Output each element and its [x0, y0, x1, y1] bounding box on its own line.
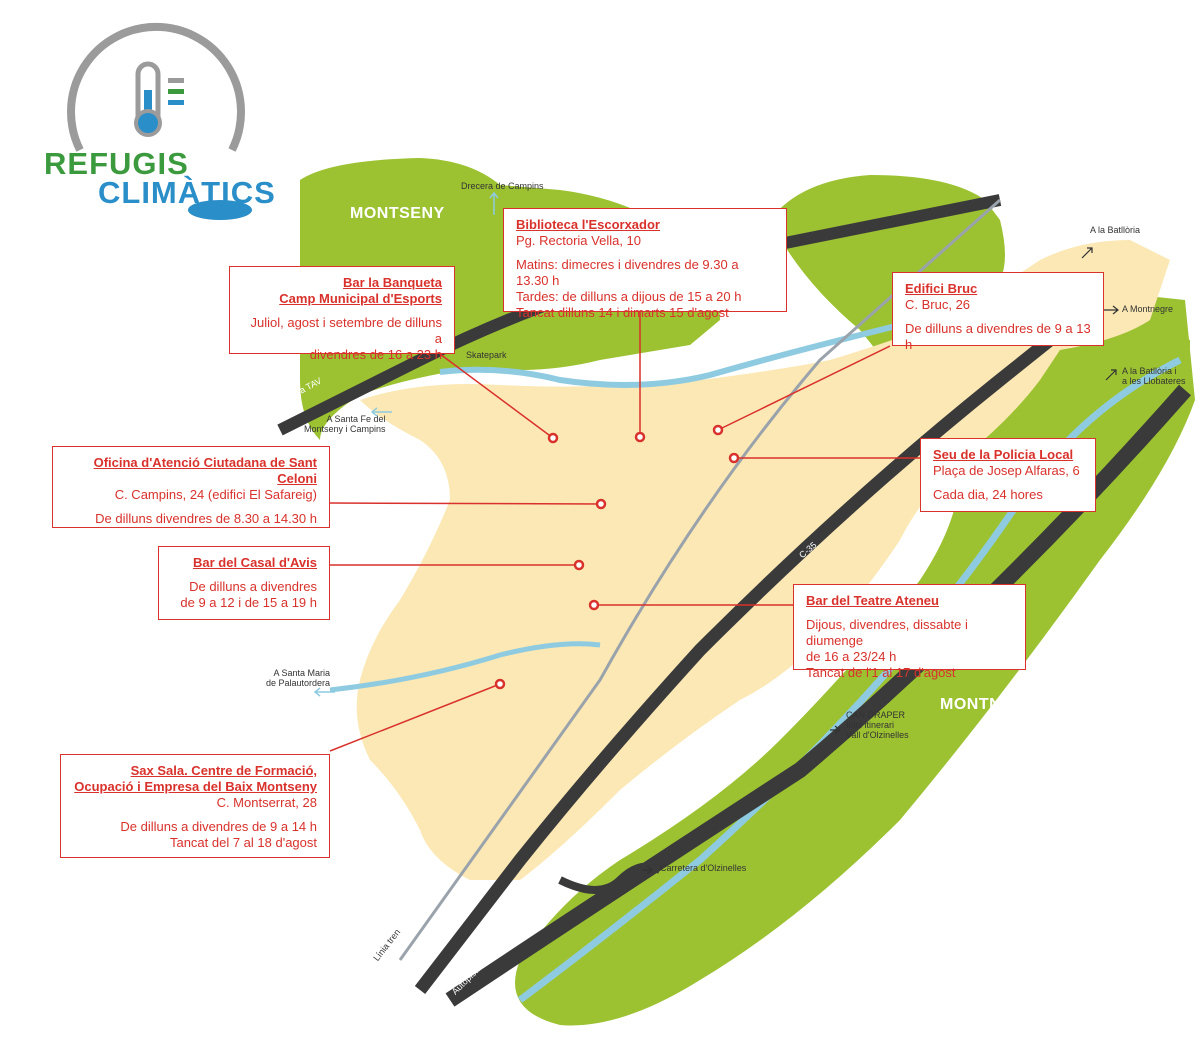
casal-avis-hours-2: de 9 a 12 i de 15 a 19 h: [180, 595, 317, 610]
sax-sala-hours-2: Tancat del 7 al 18 d'agost: [169, 835, 317, 850]
oac-title: Oficina d'Atenció Ciutadana de Sant Celo…: [93, 455, 317, 486]
ateneu-title: Bar del Teatre Ateneu: [806, 593, 939, 608]
info-box-biblioteca: Biblioteca l'Escorxador Pg. Rectoria Vel…: [503, 208, 787, 320]
ateneu-hours-2: de 16 a 23/24 h: [806, 649, 897, 664]
marker-oac[interactable]: [595, 498, 607, 510]
label-santa-fe: A Santa Fe del Montseny i Campins: [304, 414, 386, 434]
logo-graphic: [67, 22, 252, 220]
leader-lines: [329, 312, 920, 752]
info-box-bruc: Edifici Bruc C. Bruc, 26 De dilluns a di…: [892, 272, 1104, 352]
marker-policia[interactable]: [728, 452, 740, 464]
sax-sala-address: C. Montserrat, 28: [216, 795, 317, 810]
policia-address: Plaça de Josep Alfaras, 6: [933, 463, 1080, 478]
policia-hours-1: Cada dia, 24 hores: [933, 487, 1043, 502]
rail-tren: [398, 198, 1001, 961]
arrow-llobateres: [1105, 369, 1117, 381]
oac-address: C. Campins, 24 (edifici El Safareig): [114, 487, 317, 502]
arrow-batlloria: [1081, 247, 1093, 259]
region-montseny: MONTSENY: [350, 205, 445, 222]
biblioteca-hours-1: Matins: dimecres i divendres de 9.30 a 1…: [516, 257, 739, 288]
biblioteca-hours-3: Tancat dilluns 14 i dimarts 15 d'agost: [516, 305, 729, 320]
info-box-casal-avis: Bar del Casal d'Avis De dilluns a divend…: [158, 546, 330, 620]
arrow-can-draper: [830, 725, 841, 735]
marker-ateneu[interactable]: [588, 599, 600, 611]
marker-sax-sala[interactable]: [494, 678, 506, 690]
oac-hours-1: De dilluns divendres de 8.30 a 14.30 h: [95, 511, 317, 526]
label-skatepark: Skatepark: [466, 350, 507, 360]
label-santa-maria: A Santa Maria de Palautordera: [266, 668, 331, 688]
biblioteca-hours-2: Tardes: de dilluns a dijous de 15 a 20 h: [516, 289, 742, 304]
banqueta-title: Bar la Banqueta Camp Municipal d'Esports: [279, 275, 442, 306]
label-carretera: Carretera d'Olzinelles: [660, 863, 747, 873]
info-box-banqueta: Bar la Banqueta Camp Municipal d'Esports…: [229, 266, 455, 362]
bruc-address: C. Bruc, 26: [905, 297, 971, 312]
label-can-draper: CAN DRAPER Inici itinerari Vall d'Olzine…: [846, 710, 909, 740]
bruc-hours-1: De dilluns a divendres de 9 a 13 h: [905, 321, 1091, 352]
casal-avis-hours-1: De dilluns a divendres: [189, 579, 317, 594]
biblioteca-address: Pg. Rectoria Vella, 10: [516, 233, 642, 248]
bruc-title: Edifici Bruc: [905, 281, 978, 296]
arrow-montnegre: [1104, 305, 1119, 315]
river-west: [329, 641, 601, 693]
river-tordera: [439, 307, 961, 388]
ateneu-hours-3: Tancat de l'1 al 17 d'agost: [806, 665, 956, 680]
marker-casal-avis[interactable]: [573, 559, 585, 571]
sax-sala-title: Sax Sala. Centre de Formació, Ocupació i…: [74, 763, 317, 794]
casal-avis-title: Bar del Casal d'Avis: [193, 555, 317, 570]
policia-title: Seu de la Policia Local: [933, 447, 1074, 462]
marker-biblioteca[interactable]: [634, 431, 646, 443]
logo-refugis: REFUGIS: [44, 146, 189, 181]
info-box-oac: Oficina d'Atenció Ciutadana de Sant Celo…: [52, 446, 330, 528]
label-montnegre-dir: A Montnegre: [1122, 304, 1174, 314]
info-box-policia: Seu de la Policia Local Plaça de Josep A…: [920, 438, 1096, 512]
region-montnegre: MONTNEGRE: [940, 696, 1049, 713]
ateneu-hours-1: Dijous, divendres, dissabte i diumenge: [806, 617, 968, 648]
info-box-ateneu: Bar del Teatre Ateneu Dijous, divendres,…: [793, 584, 1026, 680]
logo-climatics: CLIMÀTICS: [98, 175, 276, 210]
arrow-carretera: [642, 865, 653, 875]
label-batlloria: A la Batllòria: [1090, 225, 1141, 235]
label-llobateres: A la Batllòria i a les Llobateres: [1122, 366, 1186, 386]
banqueta-hours-2: divendres de 16 a 23 h: [309, 347, 442, 362]
direction-arrows: [313, 191, 499, 697]
label-drecera: Drecera de Campins: [461, 181, 544, 191]
sax-sala-hours-1: De dilluns a divendres de 9 a 14 h: [120, 819, 317, 834]
banqueta-hours-1: Juliol, agost i setembre de dilluns a: [250, 315, 443, 346]
info-box-sax-sala: Sax Sala. Centre de Formació, Ocupació i…: [60, 754, 330, 858]
biblioteca-title: Biblioteca l'Escorxador: [516, 217, 660, 232]
marker-banqueta[interactable]: [547, 432, 559, 444]
marker-bruc[interactable]: [712, 424, 724, 436]
